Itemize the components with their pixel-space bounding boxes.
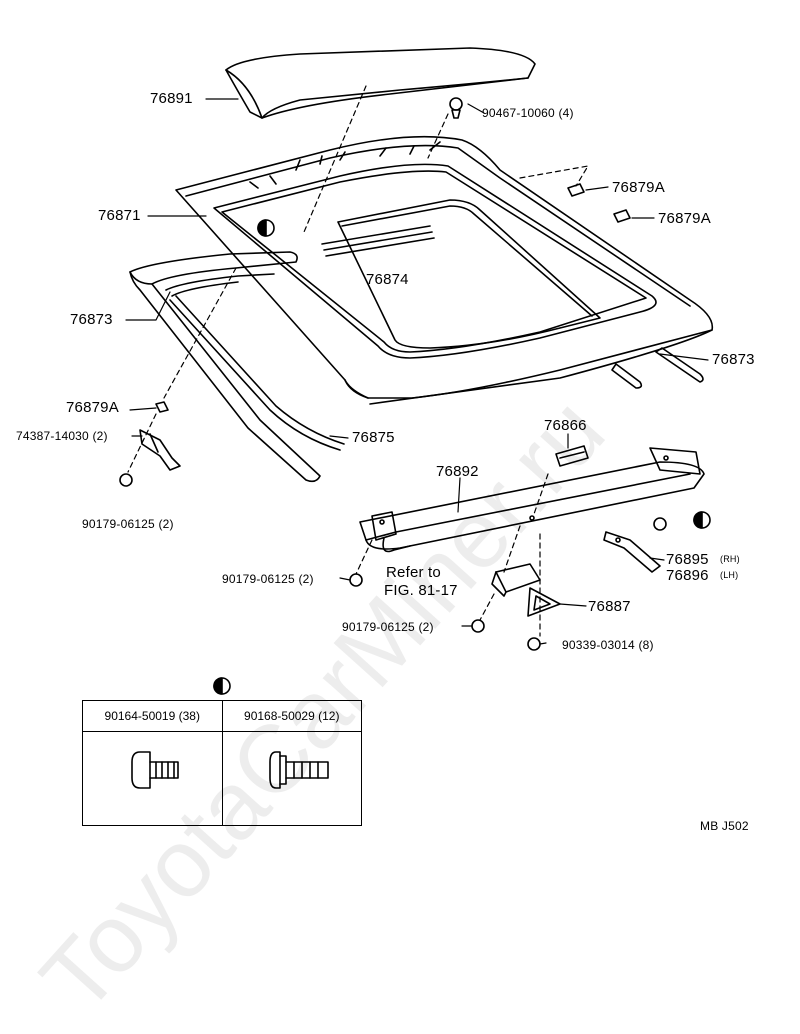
- screw-90467: [449, 97, 463, 119]
- callout-76873-left: 76873: [70, 311, 113, 328]
- frame-76871: [175, 135, 714, 405]
- callout-76887: 76887: [588, 598, 631, 615]
- bolt-col1-header: 90164-50019 (38): [82, 700, 223, 732]
- callout-76892: 76892: [436, 463, 479, 480]
- bolt-reference-table: 90164-50019 (38) 90168-50029 (12): [82, 700, 362, 826]
- washer-90339: [527, 637, 541, 651]
- glass-76874: [321, 199, 601, 349]
- callout-76896-side: (LH): [720, 570, 739, 580]
- refer-line1: Refer to: [386, 564, 441, 581]
- refer-line2: FIG. 81-17: [384, 582, 458, 599]
- callout-76866: 76866: [544, 417, 587, 434]
- callout-90179-a: 90179-06125 (2): [82, 517, 174, 531]
- clip-76866: [555, 445, 589, 467]
- callout-90339: 90339-03014 (8): [562, 638, 654, 652]
- callout-76895: 76895: [666, 551, 709, 568]
- hinge-74387: [139, 429, 181, 471]
- sunroof-exploded-diagram: [119, 47, 714, 789]
- plate-76887: [527, 587, 561, 617]
- callout-76896: 76896: [666, 567, 709, 584]
- callout-76871: 76871: [98, 207, 141, 224]
- callout-76874: 76874: [366, 271, 409, 288]
- callout-76873-right: 76873: [712, 351, 755, 368]
- bolt-col2-header: 90168-50029 (12): [221, 700, 362, 732]
- bolt-right: [653, 517, 667, 531]
- leader-lines: [125, 85, 709, 645]
- half-circle-symbol-icon: [213, 219, 711, 695]
- callout-76891: 76891: [150, 90, 193, 107]
- bolt-col1-image: [82, 731, 223, 826]
- callout-90179-b: 90179-06125 (2): [222, 572, 314, 586]
- callout-76879A-2: 76879A: [658, 210, 711, 227]
- callout-76875: 76875: [352, 429, 395, 446]
- callout-74387: 74387-14030 (2): [16, 429, 108, 443]
- drain-strip-76875: [165, 273, 345, 451]
- bolt-col2-image: [221, 731, 362, 826]
- weatherstrip-right-76873: [611, 347, 704, 389]
- cover-76891: [225, 47, 536, 119]
- diagram-code: MB J502: [700, 819, 749, 833]
- callout-90179-c: 90179-06125 (2): [342, 620, 434, 634]
- callout-76895-side: (RH): [720, 554, 740, 564]
- callout-76879A-1: 76879A: [612, 179, 665, 196]
- weatherstrip-left-76873: [129, 251, 321, 483]
- callout-90467: 90467-10060 (4): [482, 106, 574, 120]
- callout-76879A-3: 76879A: [66, 399, 119, 416]
- arm-76895-76896: [603, 531, 661, 573]
